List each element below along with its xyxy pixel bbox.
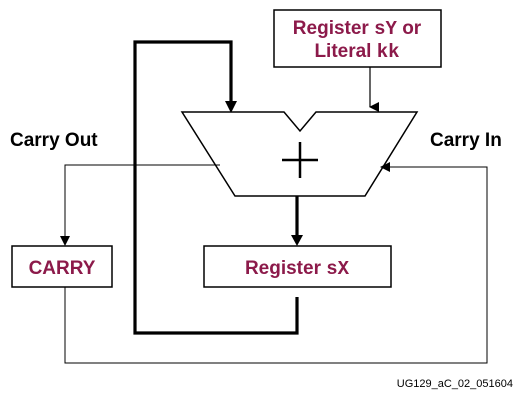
carry-box-label: CARRY <box>29 258 96 279</box>
register-sx-label: Register sX <box>245 258 350 280</box>
carry-out-line <box>64 164 220 238</box>
carry-out-arrowhead <box>60 236 70 246</box>
register-sy-line1: Register sY or <box>293 18 422 40</box>
feedback-loop <box>133 40 299 335</box>
figure-id: UG129_aC_02_051604 <box>397 378 513 390</box>
register-sy-literal-box: Register sY or Literal kk <box>273 9 442 68</box>
carry-in-line <box>64 166 488 364</box>
plus-icon <box>282 142 318 178</box>
register-sy-line2: Literal kk <box>314 41 399 63</box>
alu-to-sx-arrowhead <box>291 235 303 246</box>
carry-flag-box: CARRY <box>11 245 113 288</box>
register-sx-box: Register sX <box>203 245 392 288</box>
feedback-arrowhead <box>225 101 237 113</box>
carry-in-arrowhead <box>380 162 390 172</box>
carry-in-label: Carry In <box>430 130 502 151</box>
carry-out-label: Carry Out <box>10 130 98 151</box>
